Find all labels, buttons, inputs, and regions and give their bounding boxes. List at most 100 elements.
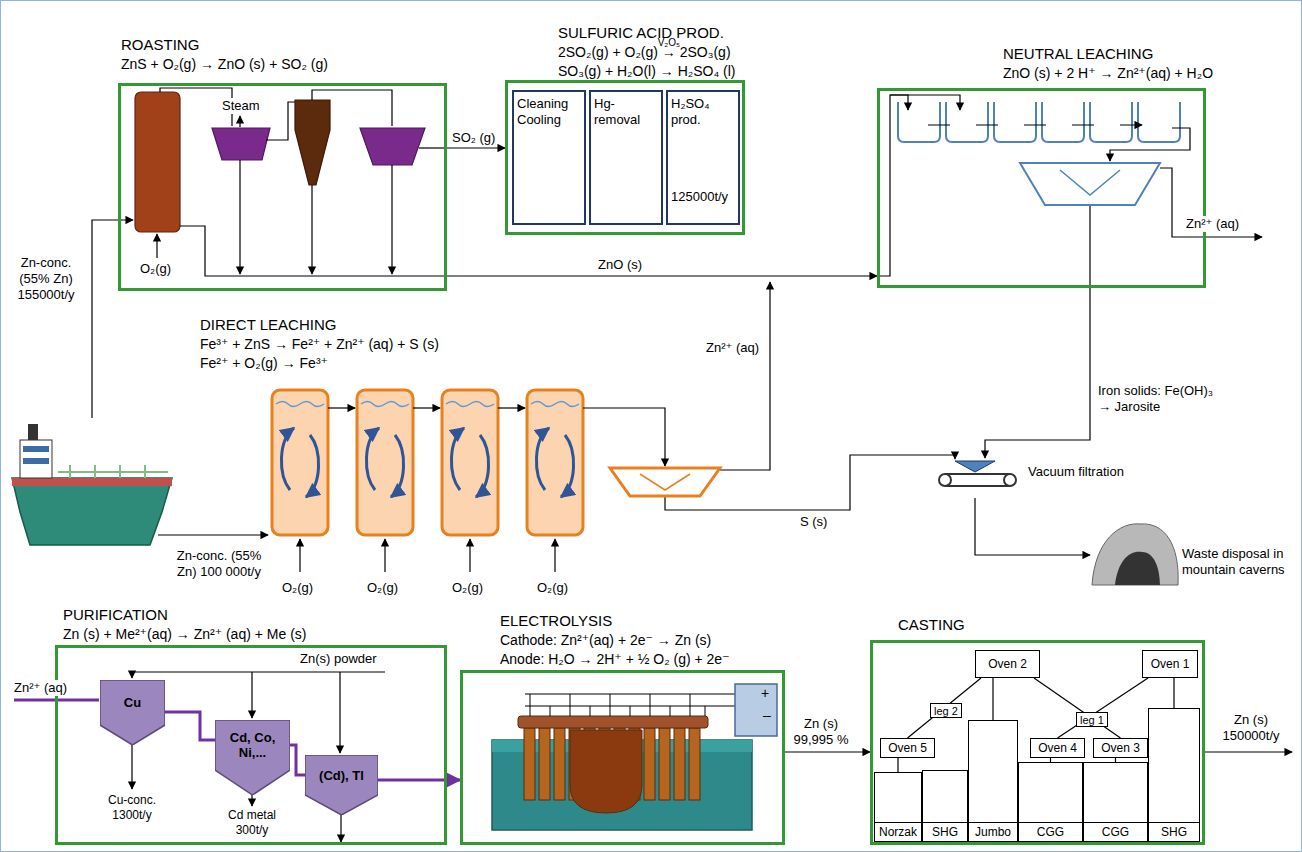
drawing-part (272, 390, 328, 572)
drawing-part (131, 745, 132, 789)
product-column: Jumbo (968, 720, 1018, 842)
gas-label: O₂(g) (452, 580, 483, 596)
box-label: CGG (1037, 825, 1064, 839)
stream-label: ZnO (s) (598, 257, 642, 273)
mountain-cave (1092, 524, 1178, 585)
waste-disposal: Waste disposal in mountain caverns (1090, 522, 1298, 588)
drawing-part (413, 407, 440, 408)
box-label: Norzak (879, 825, 917, 839)
boiler (212, 128, 270, 160)
drawing-part (251, 672, 252, 718)
solution-flow-line (165, 712, 215, 740)
thickener (1020, 163, 1160, 205)
cementation-stage: Cd, Co, Ni,... (215, 720, 290, 795)
section-heading: PURIFICATIONZn (s) + Me²⁺(aq) → Zn²⁺ (aq… (63, 605, 306, 644)
feed-label: Zn-conc. (55% Zn) 155000t/y (8, 255, 84, 303)
process-step: Cleaning Cooling (512, 90, 586, 225)
flow-connector (447, 275, 877, 276)
stream-label: Zn²⁺ (aq) (14, 680, 67, 696)
drawing-part (132, 672, 385, 842)
section-heading: ELECTROLYSISCathode: Zn²⁺(aq) + 2e⁻ → Zn… (500, 611, 730, 669)
drawing-part (640, 474, 690, 490)
reaction-equation: ZnS + O₂(g) → ZnO (s) + SO₂ (g) (121, 55, 328, 74)
oven-box: Oven 5 (880, 738, 935, 758)
box-body: Norzak (875, 822, 921, 841)
drawing-part (1090, 102, 1132, 142)
filter (360, 128, 425, 165)
box-body: CGG (1084, 822, 1147, 841)
section-heading: NEUTRAL LEACHINGZnO (s) + 2 H⁺ → Zn²⁺(aq… (1003, 44, 1213, 83)
drawing-part (311, 185, 312, 274)
box-label: Oven 3 (1101, 741, 1140, 755)
box-body: Hg-removal (591, 92, 661, 223)
box-body: (Cd), Tl (305, 755, 378, 795)
drawing-part (251, 795, 252, 806)
drawing-part (945, 474, 1010, 486)
cementation-stage: Cu (100, 680, 165, 745)
vacuum-filter: Vacuum filtration (930, 458, 1140, 498)
drawing-part (340, 815, 341, 842)
box-label: Hg-removal (594, 96, 658, 128)
drawing-part (527, 390, 583, 572)
stage-outline (305, 755, 378, 815)
reaction-equation: Cathode: Zn²⁺(aq) + 2e⁻ → Zn (s) (500, 631, 730, 650)
box-label: SHG (932, 825, 958, 839)
process-section: ELECTROLYSISCathode: Zn²⁺(aq) + 2e⁻ → Zn… (460, 670, 785, 845)
section-title: NEUTRAL LEACHING (1003, 44, 1213, 64)
cyclone (295, 100, 330, 185)
drawing-part (583, 408, 665, 466)
drawing-part (689, 728, 700, 800)
stage-shape (100, 680, 165, 745)
section-title: CASTING (898, 615, 965, 635)
drawing-part (357, 390, 413, 572)
drawing-part (877, 95, 908, 276)
product-label: Cd metal 300t/y (216, 808, 288, 838)
drawing-part (570, 730, 642, 813)
drawing-part (524, 728, 535, 800)
reaction-equation: SO₃(g) + H₂O(l) → H₂SO₄ (l) (558, 62, 735, 81)
stage-outline (215, 720, 290, 795)
feed-label: Zn-conc. (55% Zn) 100 000t/y (176, 548, 262, 580)
drawing-part (1004, 474, 1016, 486)
reaction-equation: 2SO₂(g) + O₂(g) → 2SO₃(g) (558, 43, 735, 62)
stream-label: Steam (222, 98, 260, 114)
drawing-part (525, 694, 735, 716)
section-heading: ROASTINGZnS + O₂(g) → ZnO (s) + SO₂ (g) (121, 35, 328, 74)
drawing-part (12, 478, 172, 545)
process-section: ROASTINGZnS + O₂(g) → ZnO (s) + SO₂ (g) (118, 83, 447, 291)
drawing-part (419, 147, 447, 148)
box-body: Oven 1 (1143, 651, 1197, 677)
product-column: CGG (1083, 762, 1148, 842)
drawing-part (28, 424, 38, 440)
drawing-part (391, 165, 392, 274)
drawing-part (1092, 524, 1178, 585)
drawing-part (539, 728, 550, 800)
stream-label: SO₂ (g) (452, 130, 495, 146)
process-step: Hg-removal (589, 90, 663, 225)
ship (12, 424, 268, 545)
box-label: leg 1 (1080, 714, 1104, 726)
box-body: Oven 4 (1031, 739, 1084, 757)
oven-box: Oven 2 (975, 650, 1040, 678)
drawing-part (898, 102, 940, 142)
drawing-part (312, 90, 392, 126)
product-column: SHG (922, 770, 968, 842)
box-body: Cd, Co, Ni,... (215, 720, 290, 770)
stream-label: Zn(s) powder (300, 651, 377, 667)
roaster (135, 92, 180, 232)
drawing-part (180, 226, 447, 276)
process-section: SULFURIC ACID PROD.2SO₂(g) + O₂(g) → 2SO… (505, 80, 745, 235)
box-body: Oven 5 (881, 739, 934, 757)
reaction-equation: ZnO (s) + 2 H⁺ → Zn²⁺(aq) + H₂O (1003, 64, 1213, 83)
box-label: (Cd), Tl (319, 768, 364, 783)
drawing-part (58, 465, 168, 478)
drawing-part (644, 728, 655, 800)
box-label: 125000t/y (671, 189, 735, 205)
stage-shape (305, 755, 378, 815)
section-title: PURIFICATION (63, 605, 306, 625)
box-label: leg 2 (934, 705, 958, 717)
drawing-part (156, 234, 157, 258)
solution-flow-line (447, 779, 460, 782)
